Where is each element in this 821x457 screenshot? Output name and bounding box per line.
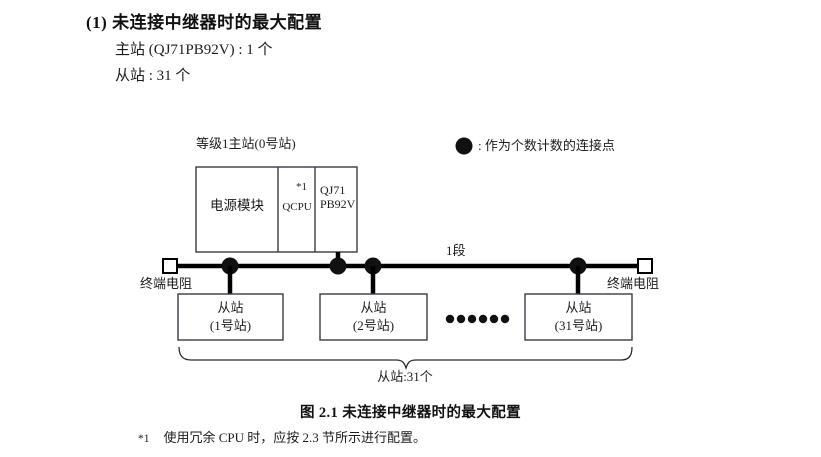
qcpu-footnote-marker: *1 (296, 181, 307, 193)
legend-marker-dot (455, 137, 473, 155)
footnote-marker: *1 (138, 433, 150, 445)
connection-point-master (329, 257, 347, 275)
slave-station-label-31: 从站 (31号站) (525, 299, 632, 334)
page-heading: (1) 未连接中继器时的最大配置 (86, 13, 323, 32)
slave-station-name: 从站 (217, 300, 244, 315)
slave-station-number: (2号站) (352, 317, 395, 333)
terminator-left-label: 终端电阻 (140, 276, 193, 291)
module-label-power-supply: 电源模块 (210, 198, 264, 213)
slave-station-label-1: 从站 (1号站) (178, 299, 283, 334)
slave-group-total-label: 从站:31个 (377, 369, 433, 384)
figure-caption: 图 2.1 未连接中继器时的最大配置 (299, 405, 522, 421)
bus-segment-label: 1段 (446, 243, 466, 258)
footnote-text: 使用冗余 CPU 时，应按 2.3 节所示进行配置。 (163, 430, 427, 445)
slave-station-number: (31号站) (554, 317, 603, 333)
slave-group-brace (178, 346, 633, 371)
terminator-left-square (162, 258, 178, 274)
module-label-line: PB92V (320, 197, 356, 212)
legend-description: : 作为个数计数的连接点 (478, 138, 615, 153)
module-label-line: QJ71 (320, 183, 346, 197)
slave-station-name: 从站 (565, 300, 592, 315)
ellipsis-dots (445, 314, 510, 324)
master-station-caption: 等级1主站(0号站) (196, 136, 296, 151)
figure-footnote: *1 使用冗余 CPU 时，应按 2.3 节所示进行配置。 (138, 427, 426, 446)
terminator-right-label: 终端电阻 (607, 276, 660, 291)
module-label-qcpu: QCPU (282, 201, 312, 213)
slave-station-name: 从站 (360, 300, 387, 315)
master-station-count-line: 主站 (QJ71PB92V) : 1 个 (115, 42, 273, 58)
slave-station-count-line: 从站 : 31 个 (115, 68, 191, 84)
connection-point-2 (364, 257, 382, 275)
connection-point-31 (569, 257, 587, 275)
slave-station-number: (1号站) (209, 317, 252, 333)
terminator-right-square (637, 258, 653, 274)
connection-point-1 (221, 257, 239, 275)
slave-station-label-2: 从站 (2号站) (320, 299, 427, 334)
